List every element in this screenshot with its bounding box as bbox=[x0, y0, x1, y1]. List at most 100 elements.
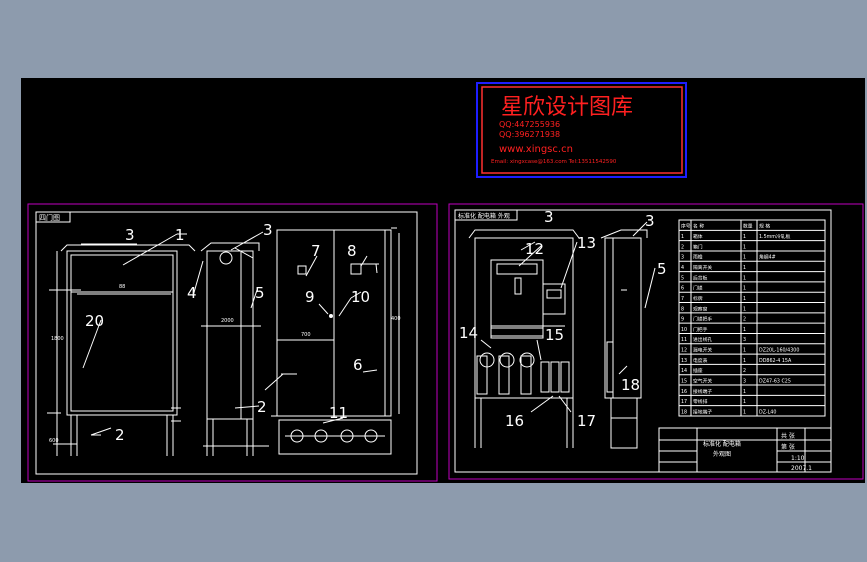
table-cell: 4 bbox=[681, 265, 684, 271]
sheet-2-leaders bbox=[480, 221, 656, 413]
table-cell: 1 bbox=[743, 306, 746, 312]
sheet-1-leaders bbox=[81, 231, 378, 436]
table-cell: 进出线孔 bbox=[693, 336, 712, 343]
table-cell: 13 bbox=[681, 358, 687, 364]
table-cell: 后背板 bbox=[693, 274, 708, 281]
table-cell: 接线端子 bbox=[693, 388, 712, 395]
sheet-2-label-box bbox=[454, 209, 518, 221]
table-cell: DD862-4 15A bbox=[759, 358, 792, 364]
cabinet-side-view-2 bbox=[600, 229, 648, 449]
title-block-date: 2007.1 bbox=[791, 465, 812, 472]
table-cell: 箱体 bbox=[693, 233, 703, 240]
bottom-plate-view bbox=[278, 419, 392, 455]
table-cell: 1 bbox=[743, 275, 746, 281]
watermark-title: 星欣设计图库 bbox=[501, 95, 633, 120]
callout-18: 18 bbox=[621, 376, 640, 394]
watermark-email: Email: xingxcase@163.com Tel:13511542590 bbox=[491, 159, 617, 165]
table-header-cell: 数量 bbox=[743, 223, 753, 230]
callout-5: 5 bbox=[255, 284, 265, 302]
table-cell: 7 bbox=[681, 296, 684, 302]
table-cell: 1 bbox=[743, 348, 746, 354]
callout-1: 1 bbox=[175, 226, 185, 244]
watermark-qq2: QQ:396271938 bbox=[499, 130, 560, 139]
callout-6: 6 bbox=[353, 356, 363, 374]
table-cell: 1.5mm冷轧板 bbox=[759, 233, 791, 240]
table-cell: 隔离开关 bbox=[693, 264, 712, 271]
table-cell: 2 bbox=[681, 244, 684, 250]
sheet-2-label: 标准化 配电箱 外观 bbox=[458, 212, 510, 220]
callout-12: 12 bbox=[525, 240, 544, 258]
title-block-scale: 1:10 bbox=[791, 455, 805, 462]
drawing-svg: 星欣设计图库 QQ:447255936 QQ:396271938 www.xin… bbox=[27, 82, 864, 482]
door-view bbox=[271, 227, 400, 417]
table-cell: 3 bbox=[743, 378, 746, 384]
callout-20: 20 bbox=[85, 312, 104, 330]
callout-2: 2 bbox=[115, 426, 125, 444]
table-cell: 插座 bbox=[693, 367, 703, 374]
sheet-1-callouts: 1 2 3 4 5 20 2 3 7 8 9 10 6 11 bbox=[85, 221, 370, 444]
sheet-1[interactable]: 四门图 bbox=[27, 203, 438, 482]
side-view bbox=[200, 242, 269, 456]
dim-text: 700 bbox=[301, 332, 311, 338]
sheet-1-label-box bbox=[35, 211, 71, 223]
callout-13: 13 bbox=[577, 234, 596, 252]
callout-16: 16 bbox=[505, 412, 524, 430]
callout-5: 5 bbox=[657, 260, 667, 278]
table-cell: 1 bbox=[681, 234, 684, 240]
title-block-sheet: 共 张 bbox=[781, 432, 795, 440]
dim-text: 400 bbox=[391, 316, 401, 322]
dim-text: 600 bbox=[49, 438, 59, 444]
callout-4: 4 bbox=[187, 284, 197, 302]
table-cell: 6 bbox=[681, 286, 684, 292]
watermark: 星欣设计图库 QQ:447255936 QQ:396271938 www.xin… bbox=[476, 82, 687, 178]
dim-text: 1800 bbox=[51, 336, 64, 342]
table-cell: DZ20L-160/4300 bbox=[759, 348, 799, 354]
callout-2b: 2 bbox=[257, 398, 267, 416]
table-cell: 1 bbox=[743, 286, 746, 292]
table-cell: 1 bbox=[743, 399, 746, 405]
table-cell: DZ-L40 bbox=[759, 409, 776, 415]
drawing-canvas[interactable]: 星欣设计图库 QQ:447255936 QQ:396271938 www.xin… bbox=[21, 78, 865, 483]
title-block-subtitle: 外观图 bbox=[713, 450, 731, 458]
table-cell: 箱门 bbox=[693, 243, 703, 250]
table-cell: 14 bbox=[681, 368, 687, 374]
table-cell: 零线排 bbox=[693, 398, 708, 405]
table-header-cell: 序号 bbox=[681, 223, 691, 230]
callout-11: 11 bbox=[329, 404, 348, 422]
table-cell: 漏电开关 bbox=[693, 347, 712, 354]
table-cell: 1 bbox=[743, 389, 746, 395]
callout-9: 9 bbox=[305, 288, 315, 306]
watermark-qq1: QQ:447255936 bbox=[499, 120, 560, 129]
table-cell: 18 bbox=[681, 409, 687, 415]
table-cell: 观察窗 bbox=[693, 305, 708, 312]
callout-10: 10 bbox=[351, 288, 370, 306]
sheet-2-outer-border bbox=[448, 203, 864, 480]
table-cell: DZ47-63 C25 bbox=[759, 378, 791, 384]
table-cell: 2 bbox=[743, 368, 746, 374]
sheet-2[interactable]: 标准化 配电箱 外观 bbox=[448, 203, 864, 480]
table-cell: 10 bbox=[681, 327, 687, 333]
title-block: 标准化 配电箱 外观图 共 张 第 张 1:10 2007.1 bbox=[658, 427, 832, 473]
table-cell: 1 bbox=[743, 244, 746, 250]
table-cell: 17 bbox=[681, 399, 687, 405]
table-cell: 12 bbox=[681, 348, 687, 354]
sheet-1-outer-border bbox=[27, 203, 438, 482]
table-cell: 5 bbox=[681, 275, 684, 281]
watermark-inner-frame bbox=[481, 86, 683, 174]
table-cell: 门锁把手 bbox=[693, 316, 712, 323]
table-cell: 8 bbox=[681, 306, 684, 312]
table-cell: 1 bbox=[743, 327, 746, 333]
table-cell: 1 bbox=[743, 234, 746, 240]
sheet-1-dims: 88 1800 2000 700 400 600 bbox=[49, 284, 401, 444]
table-header-cell: 规 格 bbox=[759, 223, 770, 230]
table-cell: 3 bbox=[743, 337, 746, 343]
callout-3: 3 bbox=[125, 226, 135, 244]
callout-14: 14 bbox=[459, 324, 478, 342]
table-cell: 门把手 bbox=[693, 326, 708, 333]
sheet-2-inner-border bbox=[454, 209, 832, 473]
callout-17: 17 bbox=[577, 412, 596, 430]
sheet-1-inner-border bbox=[35, 211, 418, 475]
callout-3b: 3 bbox=[263, 221, 273, 239]
table-cell: 2 bbox=[743, 317, 746, 323]
